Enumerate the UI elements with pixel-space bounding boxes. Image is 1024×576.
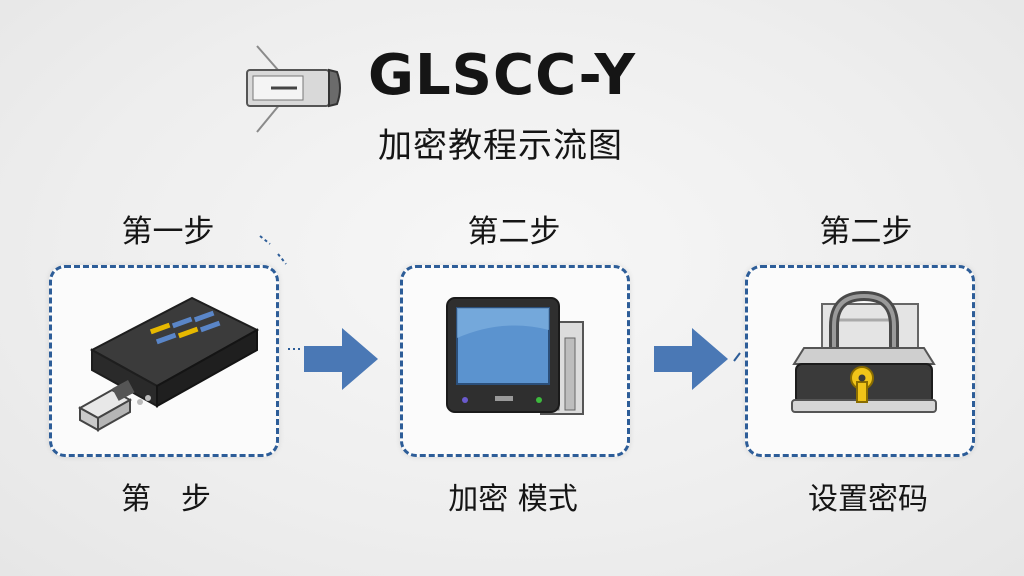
step-3-heading: 第二步 [819, 214, 913, 250]
decorative-dash-mark [286, 340, 302, 359]
step-1-heading: 第一步 [121, 214, 215, 250]
diagram-subtitle: 加密教程示流图 [378, 126, 623, 166]
padlock-icon [791, 290, 937, 413]
step-2-heading: 第二步 [467, 214, 561, 250]
usb-drive-icon [77, 296, 260, 432]
step-3-box [745, 265, 975, 457]
tablet-monitor-icon [446, 297, 584, 415]
decorative-dash-mark [256, 230, 296, 274]
arrow-right-icon [650, 324, 730, 394]
usb-connector-logo-icon [245, 42, 350, 137]
step-1-box [49, 265, 279, 457]
step-1-caption: 第 步 [121, 482, 211, 517]
diagram-title: GLSCC-Y [368, 43, 637, 108]
decorative-dash-mark [732, 348, 744, 367]
step-3-caption: 设置密码 [808, 482, 928, 517]
arrow-right-icon [300, 324, 380, 394]
step-2-box [400, 265, 630, 457]
step-2-caption: 加密 模式 [448, 482, 578, 517]
